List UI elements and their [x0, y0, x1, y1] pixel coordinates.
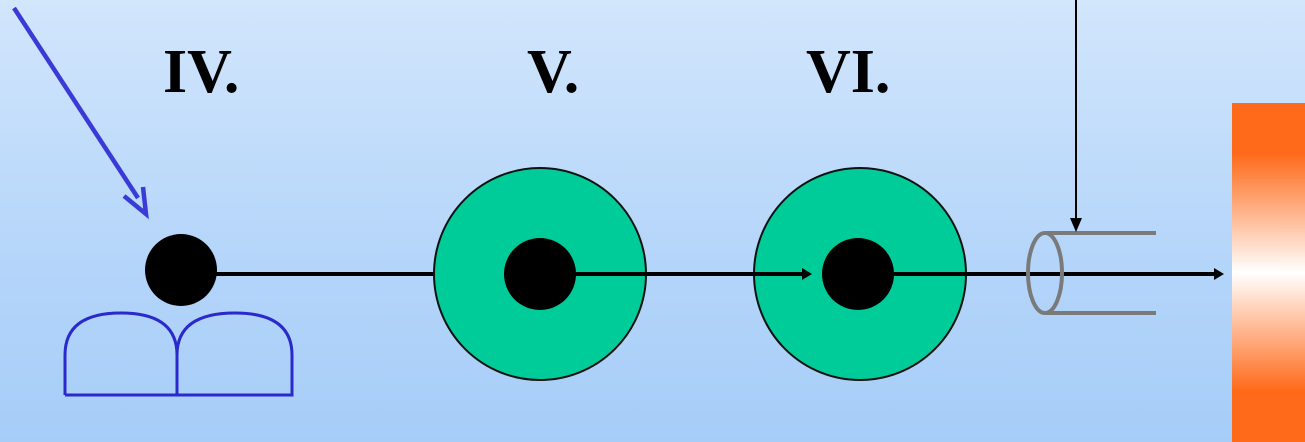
stage-label-iv: IV. — [163, 38, 239, 106]
cylinder-tube — [1026, 231, 1156, 315]
stage-label-v: V. — [527, 38, 579, 106]
path-arrowhead-2 — [1214, 268, 1224, 280]
particle-source — [145, 234, 217, 306]
target-block — [1232, 103, 1305, 442]
vertical-arrow — [1070, 0, 1082, 232]
incoming-arrow — [12, 6, 149, 220]
source-base-outline — [63, 311, 294, 397]
path-arrowhead-1 — [802, 268, 812, 280]
particle-v — [504, 238, 576, 310]
stage-label-vi: VI. — [806, 38, 890, 106]
particle-vi — [822, 238, 894, 310]
